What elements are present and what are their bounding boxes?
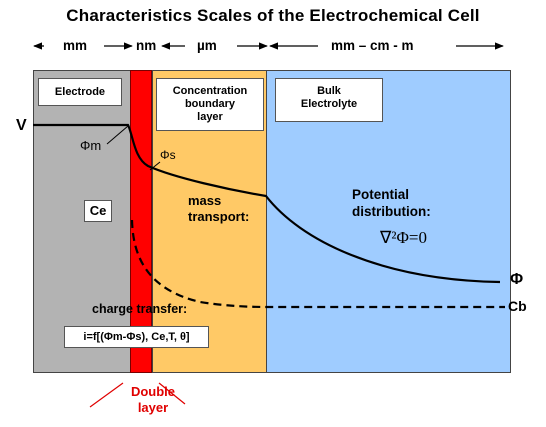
phi-m-label: Φm bbox=[80, 138, 102, 153]
rate-equation-box: i=f[(Φm-Φs), Ce,T, θ] bbox=[64, 326, 209, 348]
phi-s-label: Φs bbox=[160, 148, 176, 162]
mass-transport-label: mass transport: bbox=[188, 193, 250, 224]
potential-distribution-label: Potential distribution: bbox=[352, 187, 431, 219]
scale-double-layer: nm bbox=[136, 38, 157, 53]
ce-label-box: Ce bbox=[84, 200, 112, 222]
cb-label: Cb bbox=[508, 298, 527, 314]
laplace-equation: ∇²Φ=0 bbox=[380, 228, 427, 247]
bulk-label: Bulk Electrolyte bbox=[300, 85, 358, 110]
concentration-label: Concentration boundary layer bbox=[172, 85, 248, 123]
potential-curve bbox=[33, 123, 501, 284]
concentration-curve bbox=[130, 219, 505, 309]
double-layer-pointer-right bbox=[158, 382, 186, 405]
scale-concentration: µm bbox=[197, 38, 217, 53]
diagram-title: Characteristics Scales of the Electroche… bbox=[66, 6, 480, 25]
charge-transfer-label: charge transfer: bbox=[92, 302, 188, 316]
scale-bulk: mm – cm - m bbox=[331, 38, 414, 53]
v-label: V bbox=[16, 117, 27, 134]
electrode-label-box: Electrode bbox=[38, 78, 122, 106]
electrode-label: Electrode bbox=[54, 86, 106, 98]
double-layer-pointer-left bbox=[89, 382, 124, 408]
concentration-label-box: Concentration boundary layer bbox=[156, 78, 264, 131]
scale-electrode: mm bbox=[63, 38, 88, 53]
phi-m-pointer bbox=[106, 125, 129, 145]
phi-s-pointer bbox=[149, 161, 161, 171]
bulk-label-box: Bulk Electrolyte bbox=[275, 78, 383, 122]
phi-label: Φ bbox=[510, 271, 524, 288]
electrode-region bbox=[33, 70, 131, 373]
double-layer-label: Double layer bbox=[130, 384, 176, 415]
